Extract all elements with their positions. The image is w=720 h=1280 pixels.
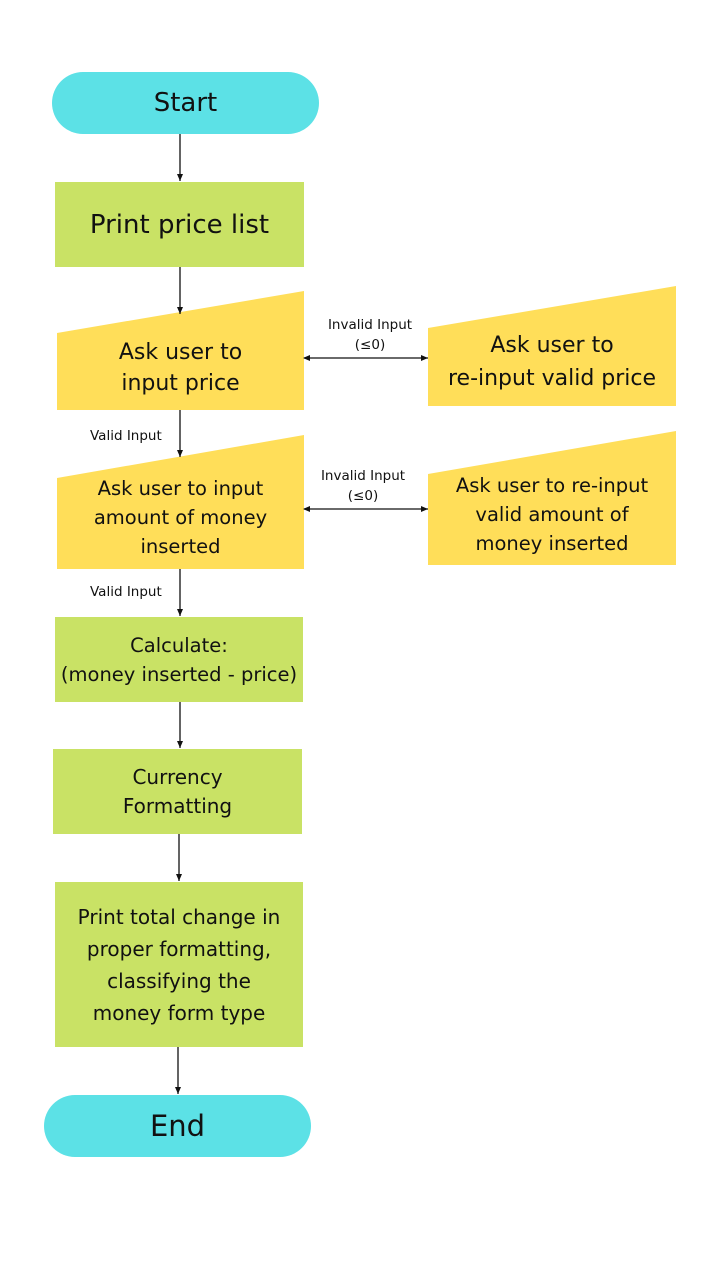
ask-price-shape (57, 291, 304, 410)
invalid-price-label: Invalid Input (≤0) (327, 317, 413, 353)
currency-formatting-box: Currency Formatting (53, 749, 302, 834)
start-label: Start (153, 88, 218, 118)
print-change-label: Print total change in proper formatting,… (77, 904, 281, 1025)
print-change-box: Print total change in proper formatting,… (55, 882, 303, 1047)
reask-money-shape (428, 431, 676, 565)
valid-money-label: Valid Input (90, 584, 162, 600)
end-terminal: End (44, 1095, 311, 1157)
reask-money-text-area: Ask user to re-input valid amount of mon… (428, 469, 676, 559)
ask-money-label: Ask user to input amount of money insert… (93, 476, 268, 558)
print-price-list-box: Print price list (55, 182, 304, 267)
reask-money-label: Ask user to re-input valid amount of mon… (455, 473, 649, 555)
reask-price-label: Ask user to re-input valid price (447, 333, 657, 391)
ask-price-label: Ask user to input price (118, 340, 243, 396)
reask-price-shape (428, 286, 676, 406)
ask-price-text-area: Ask user to input price (57, 330, 304, 406)
currency-formatting-label: Currency Formatting (122, 764, 233, 818)
end-label: End (149, 1109, 206, 1143)
ask-money-shape (57, 435, 304, 569)
valid-price-label: Valid Input (90, 428, 162, 444)
invalid-money-label: Invalid Input (≤0) (320, 468, 406, 504)
calculate-box: Calculate: (money inserted - price) (55, 617, 303, 702)
ask-money-text-area: Ask user to input amount of money insert… (57, 472, 304, 562)
reask-price-text-area: Ask user to re-input valid price (428, 326, 676, 398)
calculate-label: Calculate: (money inserted - price) (60, 633, 298, 686)
print-price-list-label: Print price list (89, 209, 270, 240)
start-terminal: Start (52, 72, 319, 134)
